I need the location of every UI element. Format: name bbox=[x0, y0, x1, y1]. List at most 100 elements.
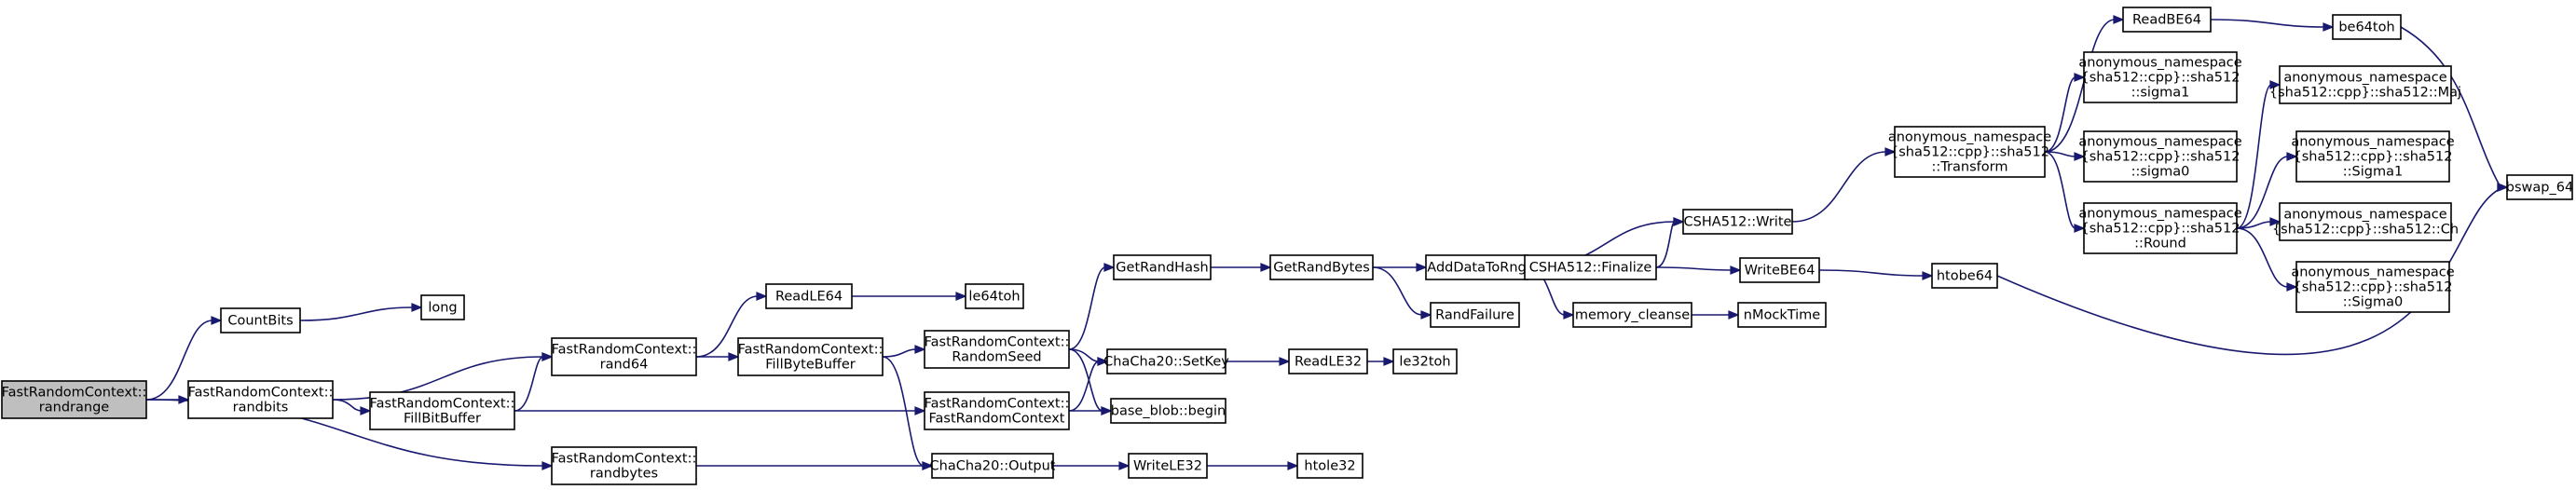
node-rand64[interactable]: FastRandomContext::rand64 bbox=[551, 337, 697, 376]
node-box bbox=[369, 391, 515, 430]
node-box bbox=[1894, 126, 2046, 178]
arrowhead bbox=[541, 461, 554, 470]
arrowhead bbox=[360, 406, 372, 415]
node-label-line: FastRandomContext:: bbox=[370, 397, 515, 412]
edge-countbits-to-long bbox=[299, 303, 423, 321]
node-label-line: be64toh bbox=[2338, 20, 2394, 35]
node-writebe64[interactable]: WriteBE64 bbox=[1739, 257, 1820, 283]
node-label-line: ::Transform bbox=[1932, 160, 2008, 175]
node-chacha_setkey[interactable]: ChaCha20::SetKey bbox=[1103, 348, 1229, 374]
node-getrandbytes[interactable]: GetRandBytes bbox=[1269, 254, 1374, 280]
node-label-line: {sha512::cpp}::sha512 bbox=[2081, 71, 2240, 86]
node-be64toh[interactable]: be64toh bbox=[2332, 14, 2402, 40]
node-round[interactable]: anonymous_namespace{sha512::cpp}::sha512… bbox=[2078, 202, 2242, 254]
node-long[interactable]: long bbox=[420, 294, 465, 320]
node-box bbox=[1430, 302, 1520, 328]
node-sigma0_big[interactable]: anonymous_namespace{sha512::cpp}::sha512… bbox=[2291, 261, 2455, 313]
node-label-line: CSHA512::Write bbox=[1684, 215, 1792, 230]
node-label-line: FastRandomContext:: bbox=[188, 386, 334, 401]
node-randfailure[interactable]: RandFailure bbox=[1430, 302, 1520, 328]
arrowhead bbox=[2269, 217, 2281, 226]
node-chacha_output[interactable]: ChaCha20::Output bbox=[930, 453, 1056, 479]
node-ch[interactable]: anonymous_namespace{sha512::cpp}::sha512… bbox=[2272, 202, 2459, 241]
node-box bbox=[2122, 7, 2212, 33]
node-randbytes[interactable]: FastRandomContext::randbytes bbox=[551, 446, 697, 485]
node-box bbox=[2279, 202, 2452, 241]
node-nmocktime[interactable]: nMockTime bbox=[1737, 302, 1827, 328]
arrowhead bbox=[1287, 461, 1299, 470]
node-box bbox=[1682, 209, 1793, 235]
node-box bbox=[931, 453, 1054, 479]
node-readle64[interactable]: ReadLE64 bbox=[765, 283, 853, 309]
node-le32toh[interactable]: le32toh bbox=[1392, 348, 1458, 374]
node-label-line: {sha512::cpp}::sha512::Ch bbox=[2272, 223, 2459, 238]
node-label-line: FastRandomContext:: bbox=[2, 386, 147, 401]
node-transform[interactable]: anonymous_namespace{sha512::cpp}::sha512… bbox=[1888, 126, 2051, 178]
node-bswap_64[interactable]: bswap_64 bbox=[2506, 174, 2573, 200]
node-label-line: FastRandomContext:: bbox=[738, 343, 884, 358]
edge-layer bbox=[145, 15, 2509, 470]
node-adddatatorng[interactable]: AddDataToRng bbox=[1425, 254, 1528, 280]
node-base_blob_begin[interactable]: base_blob::begin bbox=[1110, 398, 1226, 424]
node-label-line: randbytes bbox=[590, 467, 658, 482]
edge-writele32-to-htole32 bbox=[1206, 461, 1299, 470]
node-label-line: anonymous_namespace bbox=[2291, 265, 2454, 280]
node-writele32[interactable]: WriteLE32 bbox=[1128, 453, 1208, 479]
node-htole32[interactable]: htole32 bbox=[1296, 453, 1363, 479]
node-box bbox=[1106, 348, 1226, 374]
edge-round-to-maj bbox=[2236, 80, 2281, 229]
edge-transform-to-readbe64 bbox=[2044, 15, 2125, 153]
edge-fillbitbuffer-to-fastrandomcontext bbox=[514, 406, 926, 415]
arrowhead bbox=[1420, 310, 1432, 320]
edge-readle32-to-le32toh bbox=[1366, 357, 1395, 366]
node-box bbox=[1288, 348, 1368, 374]
node-getrandhash[interactable]: GetRandHash bbox=[1113, 254, 1212, 280]
edge-fastrandomcontext-to-base_blob_begin bbox=[1069, 406, 1113, 415]
arrowhead bbox=[1563, 310, 1575, 320]
edge-writebe64-to-htobe64 bbox=[1818, 269, 1934, 280]
node-label-line: FastRandomContext bbox=[929, 412, 1065, 427]
node-randomseed[interactable]: FastRandomContext::RandomSeed bbox=[924, 330, 1070, 369]
node-le64toh[interactable]: le64toh bbox=[965, 283, 1024, 309]
node-layer: FastRandomContext::randrange CountBits lon… bbox=[1, 7, 2573, 485]
node-label-line: {sha512::cpp}::sha512 bbox=[2294, 150, 2453, 165]
node-label-line: ::Sigma0 bbox=[2343, 295, 2403, 310]
node-label-line: le64toh bbox=[968, 290, 1020, 305]
arrowhead bbox=[2286, 282, 2298, 292]
node-sigma0_small[interactable]: anonymous_namespace{sha512::cpp}::sha512… bbox=[2078, 130, 2242, 183]
node-box bbox=[1269, 254, 1374, 280]
node-csha512_finalize[interactable]: CSHA512::Finalize bbox=[1524, 254, 1657, 280]
node-box bbox=[1931, 263, 1998, 289]
node-root[interactable]: FastRandomContext::randrange bbox=[1, 380, 147, 419]
node-fillbytebuffer[interactable]: FastRandomContext::FillByteBuffer bbox=[737, 337, 884, 376]
node-label-line: ChaCha20::SetKey bbox=[1103, 355, 1229, 370]
node-box bbox=[737, 337, 884, 376]
node-label-line: FillByteBuffer bbox=[765, 358, 856, 373]
edge-fastrandomcontext-to-chacha_setkey bbox=[1068, 357, 1109, 412]
node-csha512_write[interactable]: CSHA512::Write bbox=[1682, 209, 1793, 235]
node-countbits[interactable]: CountBits bbox=[220, 307, 301, 333]
arrowhead bbox=[914, 406, 926, 415]
edge-round-to-sigma0_big bbox=[2236, 227, 2298, 292]
node-randbits[interactable]: FastRandomContext::randbits bbox=[187, 380, 334, 419]
node-maj[interactable]: anonymous_namespace{sha512::cpp}::sha512… bbox=[2269, 65, 2461, 104]
node-readbe64[interactable]: ReadBE64 bbox=[2122, 7, 2212, 33]
node-readle32[interactable]: ReadLE32 bbox=[1288, 348, 1368, 374]
node-memory_cleanse[interactable]: memory_cleanse bbox=[1572, 302, 1692, 328]
node-box bbox=[2083, 202, 2238, 254]
edge-randbits-to-fillbitbuffer bbox=[332, 399, 372, 415]
node-fillbitbuffer[interactable]: FastRandomContext::FillBitBuffer bbox=[369, 391, 515, 430]
edge-chacha_setkey-to-readle32 bbox=[1225, 357, 1291, 366]
arrowhead bbox=[1730, 265, 1742, 275]
node-box bbox=[924, 330, 1070, 369]
edge-csha512_write-to-transform bbox=[1791, 147, 1897, 223]
arrowhead bbox=[1279, 357, 1291, 366]
node-sigma1_big[interactable]: anonymous_namespace{sha512::cpp}::sha512… bbox=[2291, 130, 2455, 183]
edge-chacha_output-to-writele32 bbox=[1052, 461, 1130, 470]
node-fastrandomcontext[interactable]: FastRandomContext::FastRandomContext bbox=[924, 391, 1070, 430]
arrowhead bbox=[1260, 263, 1272, 272]
edge-readle64-to-le64toh bbox=[852, 292, 967, 301]
node-htobe64[interactable]: htobe64 bbox=[1931, 263, 1998, 289]
node-box bbox=[2083, 130, 2238, 183]
node-sigma1_small[interactable]: anonymous_namespace{sha512::cpp}::sha512… bbox=[2078, 51, 2242, 103]
